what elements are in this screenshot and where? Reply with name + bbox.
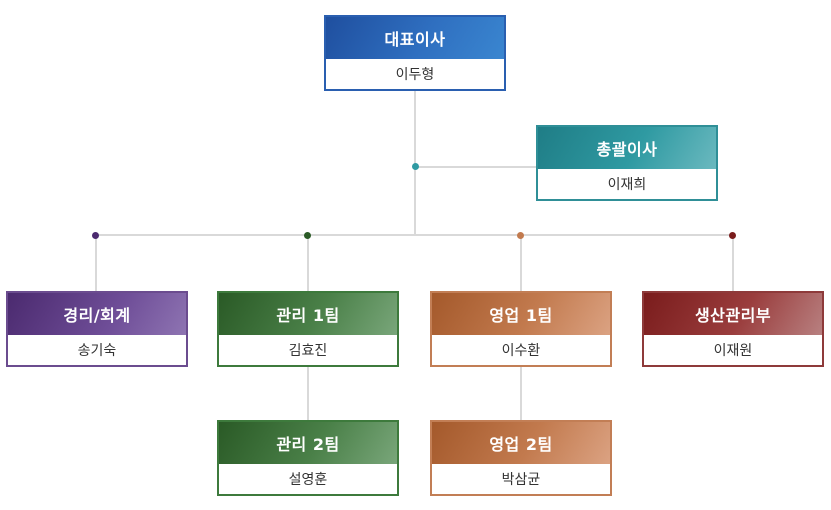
connector-accounting [95,235,97,292]
node-accounting-title: 경리/회계 [8,293,186,335]
connector-production [732,235,734,292]
node-general-manager-title: 총괄이사 [538,127,716,169]
node-production-name: 이재원 [644,335,822,365]
node-accounting: 경리/회계 송기숙 [6,291,188,367]
junction-dot-production [729,232,736,239]
junction-dot-sales [517,232,524,239]
connector-management-1 [307,235,309,292]
node-management-2-title: 관리 2팀 [219,422,397,464]
connector-sales-2 [520,366,522,422]
node-ceo-name: 이두형 [326,59,504,89]
junction-dot-management [304,232,311,239]
node-sales-2-name: 박삼균 [432,464,610,494]
node-management-1: 관리 1팀 김효진 [217,291,399,367]
node-sales-2-title: 영업 2팀 [432,422,610,464]
node-sales-1: 영업 1팀 이수환 [430,291,612,367]
junction-dot-accounting [92,232,99,239]
node-sales-1-title: 영업 1팀 [432,293,610,335]
node-sales-1-name: 이수환 [432,335,610,365]
node-management-1-name: 김효진 [219,335,397,365]
node-management-1-title: 관리 1팀 [219,293,397,335]
node-production: 생산관리부 이재원 [642,291,824,367]
node-ceo-title: 대표이사 [326,17,504,59]
node-general-manager: 총괄이사 이재희 [536,125,718,201]
connector-management-2 [307,366,309,422]
junction-dot-general-manager [412,163,419,170]
node-accounting-name: 송기숙 [8,335,186,365]
node-management-2: 관리 2팀 설영훈 [217,420,399,496]
node-general-manager-name: 이재희 [538,169,716,199]
node-sales-2: 영업 2팀 박삼균 [430,420,612,496]
node-production-title: 생산관리부 [644,293,822,335]
node-ceo: 대표이사 이두형 [324,15,506,91]
connector-general-manager [415,166,538,168]
connector-department-bus [95,234,735,236]
connector-sales-1 [520,235,522,292]
node-management-2-name: 설영훈 [219,464,397,494]
